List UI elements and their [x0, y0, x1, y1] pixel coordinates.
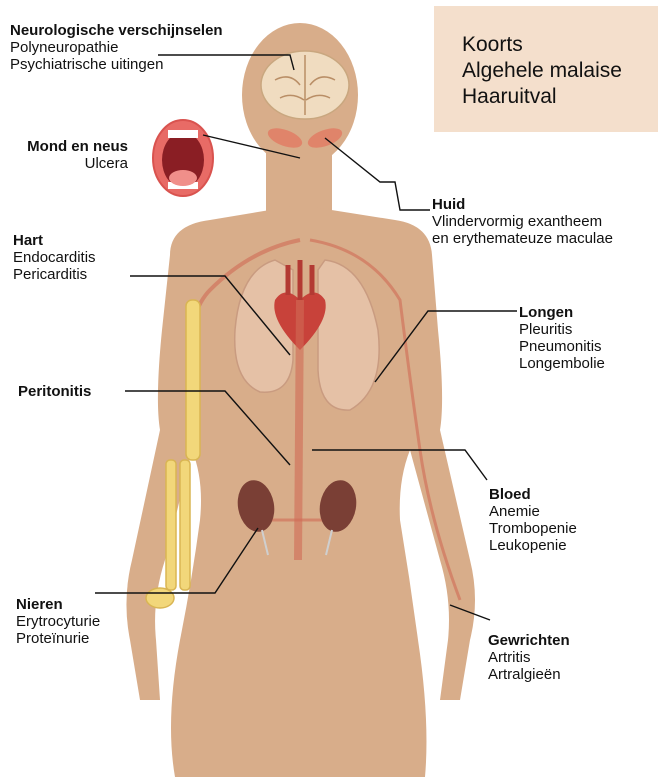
leader-huid — [325, 138, 430, 210]
label-line: Psychiatrische uitingen — [10, 56, 223, 73]
label-title: Hart — [13, 232, 96, 249]
label-line: en erythemateuze maculae — [432, 230, 613, 247]
label-line: Ulcera — [10, 155, 128, 172]
label-bloed: Bloed Anemie Trombopenie Leukopenie — [489, 486, 577, 554]
label-line: Proteïnurie — [16, 630, 100, 647]
label-nieren: Nieren Erytrocyturie Proteïnurie — [16, 596, 100, 647]
mouth-illustration — [153, 120, 213, 196]
label-line: Trombopenie — [489, 520, 577, 537]
label-title: Peritonitis — [18, 383, 91, 400]
label-line: Artralgieën — [488, 666, 570, 683]
systemic-item: Koorts — [462, 32, 658, 58]
systemic-symptoms-box: Koorts Algehele malaise Haaruitval — [434, 6, 658, 132]
label-title: Mond en neus — [10, 138, 128, 155]
label-title: Bloed — [489, 486, 577, 503]
label-longen: Longen Pleuritis Pneumonitis Longembolie — [519, 304, 605, 372]
systemic-item: Haaruitval — [462, 84, 658, 110]
label-peritonitis: Peritonitis — [18, 383, 91, 400]
label-huid: Huid Vlindervormig exantheem en erythema… — [432, 196, 613, 247]
label-line: Leukopenie — [489, 537, 577, 554]
label-mond-en-neus: Mond en neus Ulcera — [10, 138, 128, 172]
label-line: Pleuritis — [519, 321, 605, 338]
label-line: Endocarditis — [13, 249, 96, 266]
label-line: Erytrocyturie — [16, 613, 100, 630]
label-line: Polyneuropathie — [10, 39, 223, 56]
label-gewrichten: Gewrichten Artritis Artralgieën — [488, 632, 570, 683]
label-line: Longembolie — [519, 355, 605, 372]
label-line: Artritis — [488, 649, 570, 666]
systemic-item: Algehele malaise — [462, 58, 658, 84]
label-line: Pericarditis — [13, 266, 96, 283]
label-line: Anemie — [489, 503, 577, 520]
label-title: Nieren — [16, 596, 100, 613]
label-line: Vlindervormig exantheem — [432, 213, 613, 230]
label-hart: Hart Endocarditis Pericarditis — [13, 232, 96, 283]
label-title: Huid — [432, 196, 613, 213]
label-title: Gewrichten — [488, 632, 570, 649]
label-line: Pneumonitis — [519, 338, 605, 355]
brain — [261, 51, 349, 119]
label-title: Neurologische verschijnselen — [10, 22, 223, 39]
label-title: Longen — [519, 304, 605, 321]
label-neurologische-verschijnselen: Neurologische verschijnselen Polyneuropa… — [10, 22, 223, 73]
